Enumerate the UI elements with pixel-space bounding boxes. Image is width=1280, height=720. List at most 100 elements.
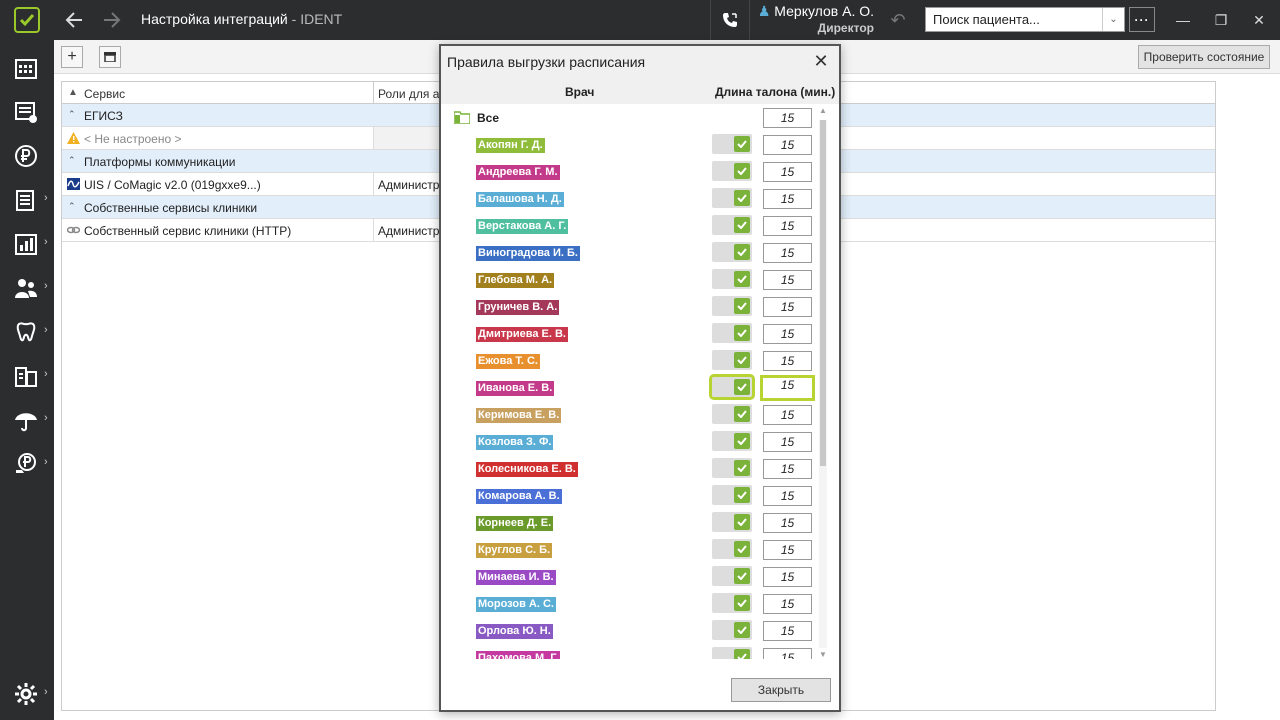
scroll-up-arrow-icon[interactable]: ▲ [819,106,827,115]
export-toggle[interactable] [712,539,752,559]
undo-icon[interactable]: ↶ [890,9,906,30]
sidebar-item-settings[interactable]: › [0,674,54,714]
scroll-thumb[interactable] [820,120,826,466]
more-menu-button[interactable]: ··· [1129,7,1155,32]
sidebar-item-people[interactable]: › [0,268,54,308]
sidebar-item-insurance[interactable]: › [0,400,54,440]
export-toggle[interactable] [709,374,755,400]
sidebar-item-documents[interactable]: › [0,180,54,220]
list-item[interactable]: Балашова Н. Д.15 [441,187,817,214]
export-toggle[interactable] [712,512,752,532]
export-toggle[interactable] [712,458,752,478]
list-item[interactable]: Груничев В. А.15 [441,295,817,322]
export-toggle[interactable] [712,242,752,262]
export-toggle[interactable] [712,323,752,343]
list-item[interactable]: Иванова Е. В.15 [441,374,817,403]
vertical-scrollbar[interactable]: ▲ ▼ [819,106,829,662]
ticket-length-input[interactable]: 15 [763,189,812,209]
user-info[interactable]: ♟ Меркулов А. О. Директор [756,3,874,35]
sidebar-item-salary[interactable]: › [0,444,54,484]
export-toggle[interactable] [712,350,752,370]
ticket-length-input[interactable]: 15 [763,567,812,587]
restore-icon[interactable]: ❐ [1214,11,1228,28]
list-item[interactable]: Корнеев Д. Е.15 [441,511,817,538]
list-item[interactable]: Глебова М. А.15 [441,268,817,295]
sidebar-item-reports[interactable]: › [0,224,54,264]
list-item[interactable]: Круглов С. Б.15 [441,538,817,565]
ticket-length-input[interactable]: 15 [760,375,815,401]
phone-icon[interactable] [710,0,750,40]
ticket-length-input[interactable]: 15 [763,513,812,533]
column-service[interactable]: Сервис [84,87,126,101]
ticket-length-input[interactable]: 15 [763,432,812,452]
close-button[interactable]: Закрыть [731,678,831,702]
export-toggle[interactable] [712,215,752,235]
export-toggle[interactable] [712,296,752,316]
archive-button[interactable] [99,46,121,68]
chevron-up-icon[interactable]: ⌃ [68,155,76,165]
ticket-length-input[interactable]: 15 [763,135,812,155]
list-item[interactable]: Морозов А. С.15 [441,592,817,619]
list-item[interactable]: Андреева Г. М.15 [441,160,817,187]
ticket-length-input[interactable]: 15 [763,297,812,317]
export-toggle[interactable] [712,134,752,154]
collapse-all-icon[interactable]: ▲ [68,87,78,98]
export-toggle[interactable] [712,647,752,659]
ticket-length-input[interactable]: 15 [763,324,812,344]
list-item[interactable]: Виноградова И. Б.15 [441,241,817,268]
export-toggle[interactable] [712,188,752,208]
app-logo[interactable] [0,0,54,40]
ticket-length-input[interactable]: 15 [763,216,812,236]
patient-search-input[interactable]: Поиск пациента... ⌄ [925,7,1125,32]
ticket-length-input[interactable]: 15 [763,405,812,425]
minimize-icon[interactable]: — [1176,12,1190,28]
export-toggle[interactable] [712,593,752,613]
chevron-up-icon[interactable]: ⌃ [68,109,76,119]
back-arrow-icon[interactable] [62,8,86,32]
ticket-length-input[interactable]: 15 [763,486,812,506]
export-toggle[interactable] [712,485,752,505]
chevron-up-icon[interactable]: ⌃ [68,201,76,211]
ticket-length-input[interactable]: 15 [763,648,812,659]
ticket-length-input[interactable]: 15 [763,621,812,641]
export-toggle[interactable] [712,620,752,640]
list-item[interactable]: Пахомова М. Г.15 [441,646,817,659]
list-item[interactable]: Комарова А. В.15 [441,484,817,511]
list-item[interactable]: Акопян Г. Д.15 [441,133,817,160]
list-item[interactable]: Колесникова Е. В.15 [441,457,817,484]
list-item[interactable]: Верстакова А. Г.15 [441,214,817,241]
sidebar-item-finance[interactable] [0,136,54,176]
list-item[interactable]: Дмитриева Е. В.15 [441,322,817,349]
add-button[interactable]: + [61,46,83,68]
forward-arrow-icon[interactable] [100,8,124,32]
ticket-length-input[interactable]: 15 [763,270,812,290]
export-toggle[interactable] [712,431,752,451]
check-status-button[interactable]: Проверить состояние [1138,45,1270,69]
ticket-length-input[interactable]: 15 [763,351,812,371]
chevron-down-icon[interactable]: ⌄ [1102,8,1124,31]
close-icon[interactable]: ✕ [813,50,829,71]
list-item-all[interactable]: Все 15 [441,106,817,133]
ticket-length-input[interactable]: 15 [763,162,812,182]
sidebar-item-calendar[interactable] [0,48,54,88]
sidebar-item-dental[interactable]: › [0,312,54,352]
scroll-down-arrow-icon[interactable]: ▼ [819,650,827,659]
export-toggle[interactable] [712,566,752,586]
list-item[interactable]: Орлова Ю. Н.15 [441,619,817,646]
export-toggle[interactable] [712,404,752,424]
close-window-icon[interactable]: ✕ [1253,11,1265,28]
ticket-length-input[interactable]: 15 [763,459,812,479]
ticket-length-input[interactable]: 15 [763,594,812,614]
ticket-length-input[interactable]: 15 [763,108,812,128]
export-toggle[interactable] [712,161,752,181]
sidebar-item-medical[interactable]: › [0,356,54,396]
column-roles[interactable]: Роли для ав [378,87,446,101]
list-item[interactable]: Керимова Е. В.15 [441,403,817,430]
list-item[interactable]: Ежова Т. С.15 [441,349,817,376]
ticket-length-input[interactable]: 15 [763,540,812,560]
ticket-length-input[interactable]: 15 [763,243,812,263]
sidebar-item-schedule[interactable] [0,92,54,132]
export-toggle[interactable] [712,269,752,289]
list-item[interactable]: Козлова З. Ф.15 [441,430,817,457]
list-item[interactable]: Минаева И. В.15 [441,565,817,592]
